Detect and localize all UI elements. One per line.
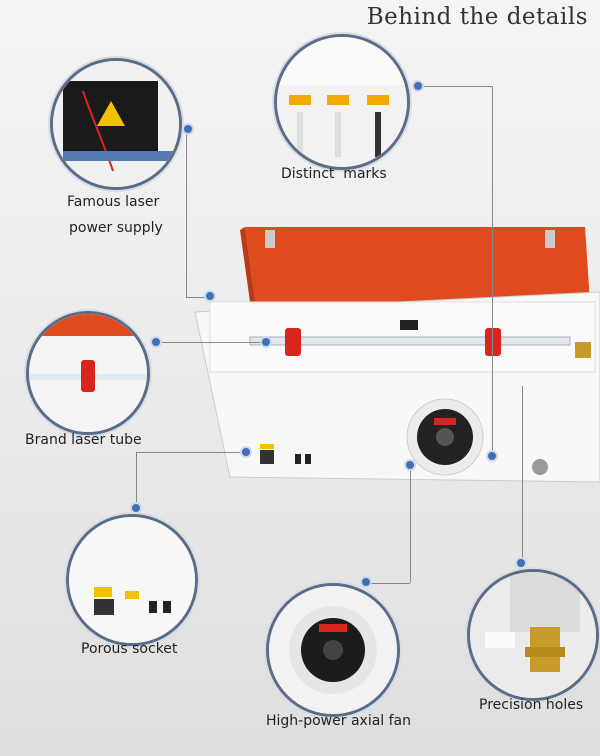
- connector-line: [368, 583, 410, 584]
- precision-holes-label: Precision holes: [479, 697, 584, 713]
- axial-fan-photo: [266, 583, 400, 717]
- callout-dot: [240, 446, 252, 458]
- callout-dot: [150, 336, 162, 348]
- callout-dot: [515, 557, 527, 569]
- connector-line: [186, 297, 208, 298]
- porous-socket-label: Porous socket: [81, 641, 178, 657]
- page-title: Behind the details: [366, 4, 588, 30]
- distinct-marks-label: Distinct marks: [281, 166, 387, 182]
- callout-dot: [130, 502, 142, 514]
- power-supply-label-line1: Famous laser: [67, 194, 160, 210]
- power-supply-label-line2: power supply: [69, 220, 163, 236]
- callout-dot: [204, 290, 216, 302]
- laser-tube-photo: [26, 311, 150, 435]
- laser-tube-label: Brand laser tube: [25, 432, 142, 448]
- callout-dot: [182, 123, 194, 135]
- connector-line: [522, 386, 523, 564]
- distinct-marks-photo: [274, 34, 410, 170]
- laser-machine-image: [190, 222, 600, 512]
- callout-dot: [260, 336, 272, 348]
- power-supply-photo: [50, 58, 182, 190]
- callout-dot: [404, 459, 416, 471]
- connector-line: [492, 86, 493, 454]
- connector-line: [155, 342, 265, 343]
- callout-dot: [486, 450, 498, 462]
- precision-holes-photo: [467, 569, 599, 701]
- porous-socket-photo: [66, 514, 198, 646]
- connector-line: [420, 86, 492, 87]
- connector-line: [410, 465, 411, 583]
- connector-line: [136, 452, 137, 510]
- connector-line: [186, 127, 187, 297]
- axial-fan-label: High-power axial fan: [266, 713, 412, 729]
- callout-dot: [360, 576, 372, 588]
- callout-dot: [412, 80, 424, 92]
- connector-line: [136, 452, 246, 453]
